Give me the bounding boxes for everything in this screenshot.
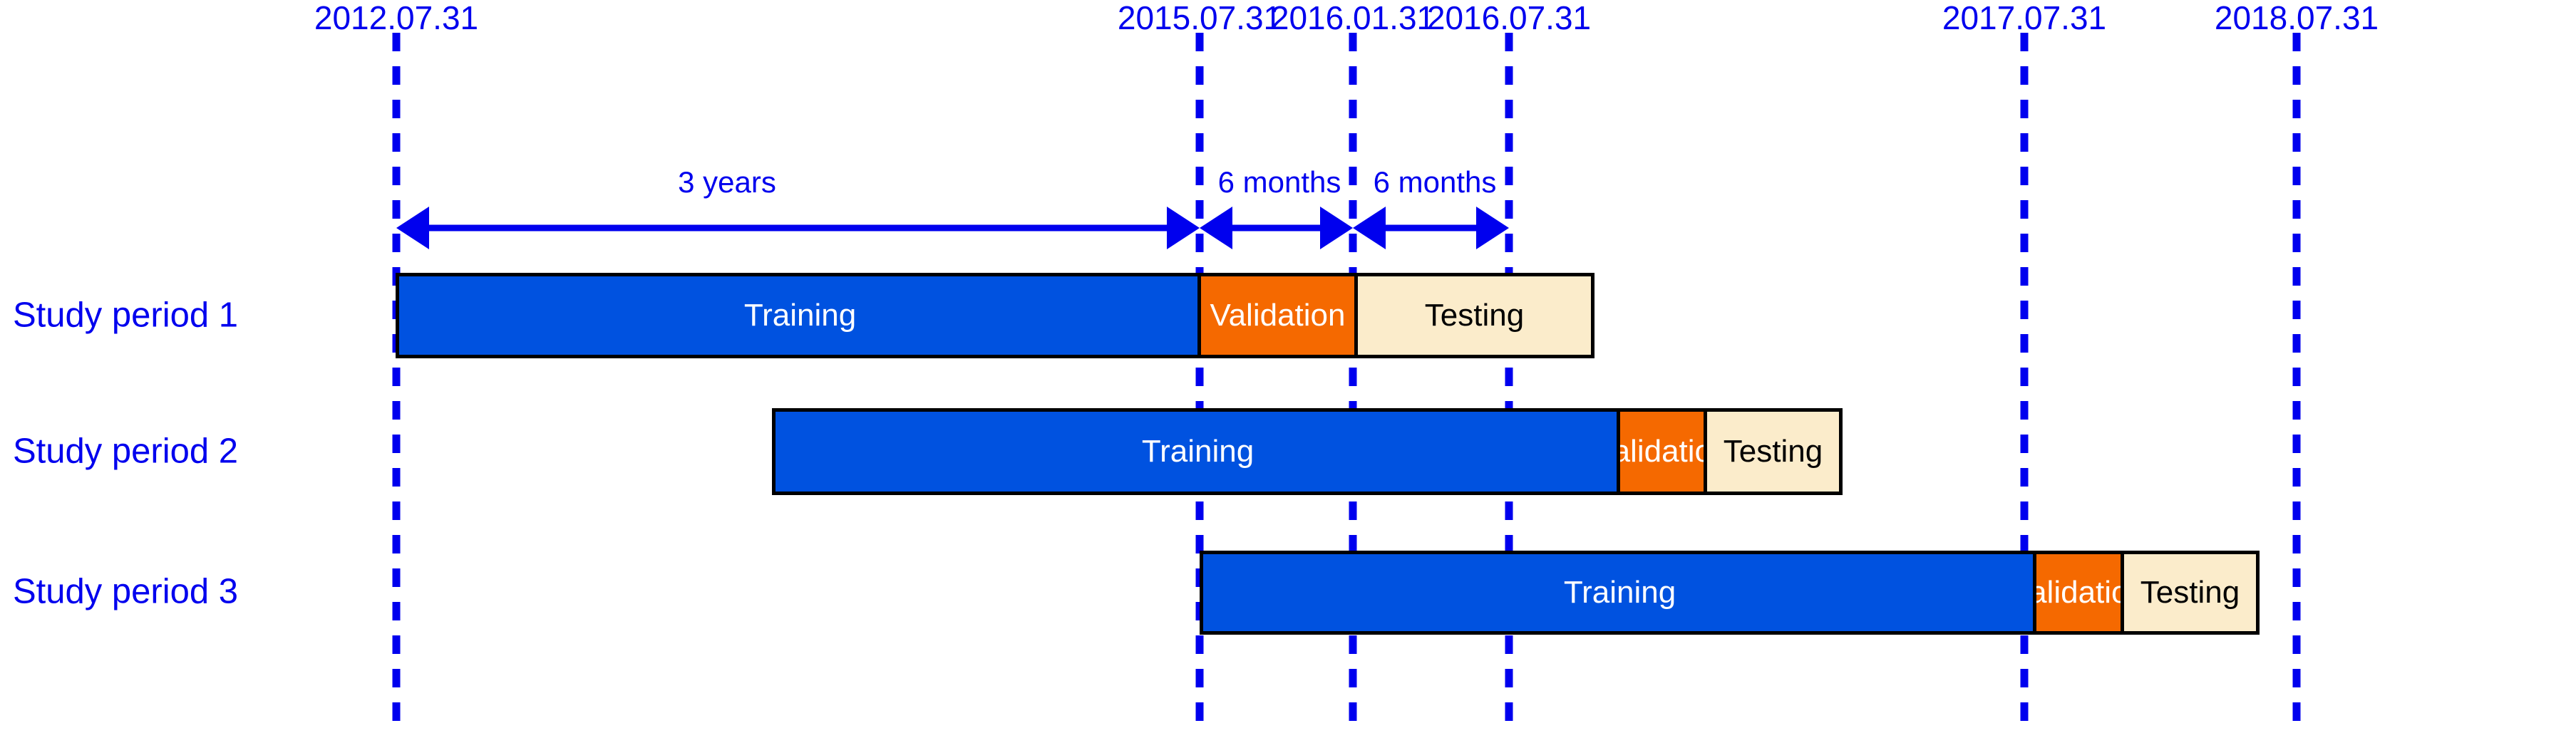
segment-training-period-1: Training xyxy=(396,273,1205,358)
span-label-0: 3 years xyxy=(678,165,776,199)
span-arrow-1 xyxy=(1200,207,1353,249)
segment-validation-period-1: Validation xyxy=(1197,273,1358,358)
segment-training-period-3: Training xyxy=(1200,551,2040,635)
date-label-2016-01-31: 2016.01.31 xyxy=(1270,0,1436,36)
row-label-study-period-2: Study period 2 xyxy=(13,432,238,471)
segment-testing-period-1: Testing xyxy=(1354,273,1594,358)
segment-testing-period-2: Testing xyxy=(1704,408,1843,495)
span-arrow-0 xyxy=(396,207,1200,249)
segment-validation-period-3: Validation xyxy=(2033,551,2124,635)
date-label-2016-07-31: 2016.07.31 xyxy=(1426,0,1592,36)
row-label-study-period-1: Study period 1 xyxy=(13,296,238,335)
row-label-study-period-3: Study period 3 xyxy=(13,572,238,611)
date-label-2015-07-31: 2015.07.31 xyxy=(1117,0,1282,36)
date-label-2012-07-31: 2012.07.31 xyxy=(314,0,479,36)
span-label-2: 6 months xyxy=(1373,165,1497,199)
span-arrow-2 xyxy=(1353,207,1509,249)
timeline-guide-line-5 xyxy=(2020,33,2029,733)
segment-validation-period-2: Validation xyxy=(1617,408,1707,495)
segment-testing-period-3: Testing xyxy=(2121,551,2260,635)
timeline-guide-line-4 xyxy=(1505,33,1513,733)
timeline-guide-line-3 xyxy=(1349,33,1357,733)
date-label-2017-07-31: 2017.07.31 xyxy=(1942,0,2107,36)
timeline-guide-line-6 xyxy=(2292,33,2301,733)
date-label-2018-07-31: 2018.07.31 xyxy=(2214,0,2379,36)
span-label-1: 6 months xyxy=(1217,165,1341,199)
segment-training-period-2: Training xyxy=(772,408,1624,495)
timeline-guide-line-2 xyxy=(1195,33,1204,733)
timeline-guide-line-1 xyxy=(392,33,401,733)
